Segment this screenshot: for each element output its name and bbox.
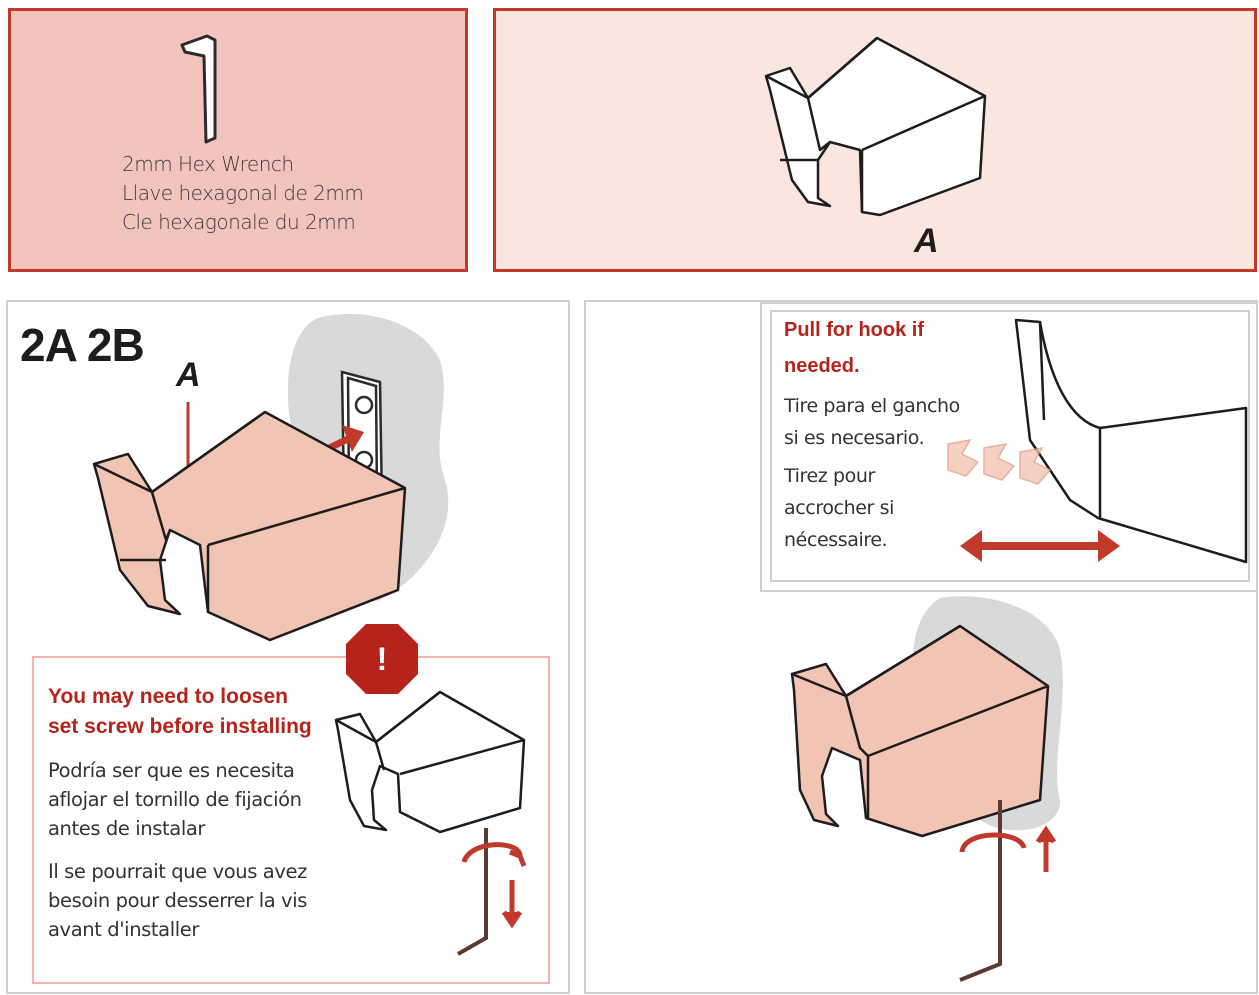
hex-wrench-icon	[180, 34, 217, 144]
rotate-arrow-icon	[461, 842, 527, 929]
tool-line-english: 2mm Hex Wrench	[122, 152, 294, 176]
pull-motion-icon	[947, 438, 1052, 485]
pull-french: Tirez pour accrocher si nécessaire.	[784, 465, 894, 551]
warning-symbol: !	[377, 641, 388, 677]
pull-heading: Pull for hook if needed.	[784, 319, 924, 377]
hex-wrench-icon	[959, 800, 1002, 982]
step-number: 2A 2B	[20, 319, 145, 371]
warning-instructions: You may need to loosen set screw before …	[48, 682, 348, 944]
robe-hook-icon	[334, 690, 526, 834]
tool-line-spanish: Llave hexagonal de 2mm	[122, 181, 364, 205]
tool-line-french: Cle hexagonale du 2mm	[122, 210, 356, 234]
double-arrow-icon	[960, 530, 1120, 562]
robe-hook-icon	[790, 624, 1050, 838]
pull-instructions: Pull for hook if needed. Tire para el ga…	[784, 312, 1004, 556]
step-part-label: A	[176, 356, 201, 394]
warning-french: Il se pourrait que vous avez besoin pour…	[48, 860, 307, 941]
rotate-arrow-icon	[959, 825, 1057, 872]
robe-hook-icon	[92, 410, 407, 642]
tools-panel	[8, 8, 468, 272]
hex-wrench-icon	[457, 828, 488, 956]
warning-spanish: Podría ser que es necesita aflojar el to…	[48, 759, 302, 840]
tool-description: 2mm Hex Wrench Llave hexagonal de 2mm Cl…	[122, 150, 364, 237]
robe-hook-icon	[1014, 318, 1248, 564]
pull-spanish: Tire para el gancho si es necesario.	[784, 395, 960, 449]
warning-stop-icon	[346, 624, 418, 694]
part-label: A	[914, 222, 939, 260]
warning-heading: You may need to loosen set screw before …	[48, 685, 312, 738]
robe-hook-icon	[764, 36, 987, 217]
